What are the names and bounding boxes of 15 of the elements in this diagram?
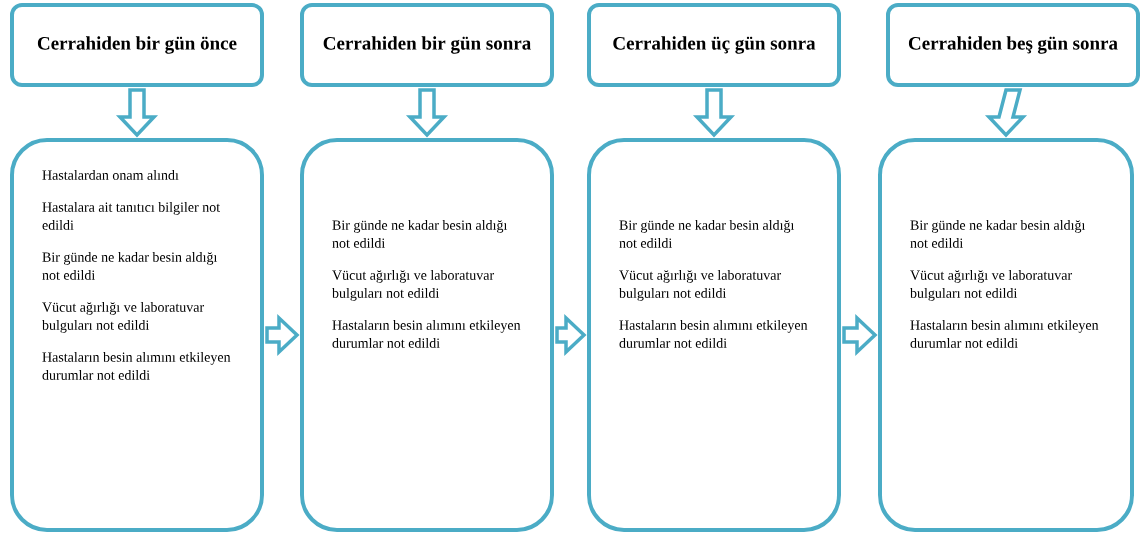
arrow <box>405 88 449 138</box>
step-box: Hastalardan onam alındı Hastalara ait tanıtıcı bilgiler not edildi Bir günde ne kadar besin aldığı not edildi Vücut ağırlığı ve laboratuvar bulguları not edildi Hastaların besin alımını etkileyen durumlar not edildi <box>10 138 264 532</box>
arrow <box>555 313 587 357</box>
arrow <box>115 88 159 138</box>
heading-box: Cerrahiden beş gün sonra <box>886 3 1140 87</box>
arrow <box>692 88 736 138</box>
arrow <box>265 313 300 357</box>
arrow <box>984 88 1028 138</box>
heading-box: Cerrahiden bir gün sonra <box>300 3 554 87</box>
heading-box: Cerrahiden üç gün sonra <box>587 3 841 87</box>
step-box: Bir günde ne kadar besin aldığı not edildi Vücut ağırlığı ve laboratuvar bulguları not edildi Hastaların besin alımını etkileyen durumlar not edildi <box>587 138 841 532</box>
step-box: Bir günde ne kadar besin aldığı not edildi Vücut ağırlığı ve laboratuvar bulguları not edildi Hastaların besin alımını etkileyen durumlar not edildi <box>878 138 1134 532</box>
arrow <box>842 313 878 357</box>
heading-box: Cerrahiden bir gün önce <box>10 3 264 87</box>
step-box: Bir günde ne kadar besin aldığı not edildi Vücut ağırlığı ve laboratuvar bulguları not edildi Hastaların besin alımını etkileyen durumlar not edildi <box>300 138 554 532</box>
